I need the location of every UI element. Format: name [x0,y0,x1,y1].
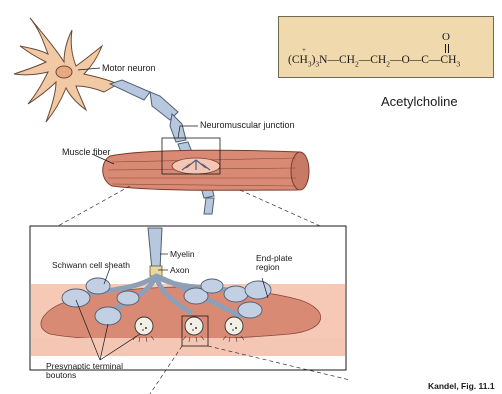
label-axon: Axon [170,266,189,275]
nitrogen-charge: + [302,46,306,54]
label-presynaptic-terminal-boutons: Presynaptic terminal boutons [46,362,123,379]
double-bond-icon [445,44,449,53]
label-motor-neuron: Motor neuron [102,64,156,73]
acetylcholine-formula-box: O + (CH3)3N—CH2—CH2—O—C—CH3 [278,16,494,78]
carbonyl-oxygen: O [442,31,450,43]
label-end-plate-region: End-plate region [256,254,292,271]
muscle-fiber [103,150,309,190]
label-muscle-fiber: Muscle fiber [62,148,111,157]
figure-citation: Kandel, Fig. 11.1 [428,381,495,391]
acetylcholine-formula: (CH3)3N—CH2—CH2—O—C—CH3 [288,54,460,68]
acetylcholine-label: Acetylcholine [381,94,458,109]
label-schwann-cell-sheath: Schwann cell sheath [52,261,130,270]
label-myelin: Myelin [170,250,195,259]
label-neuromuscular-junction: Neuromuscular junction [200,121,295,130]
